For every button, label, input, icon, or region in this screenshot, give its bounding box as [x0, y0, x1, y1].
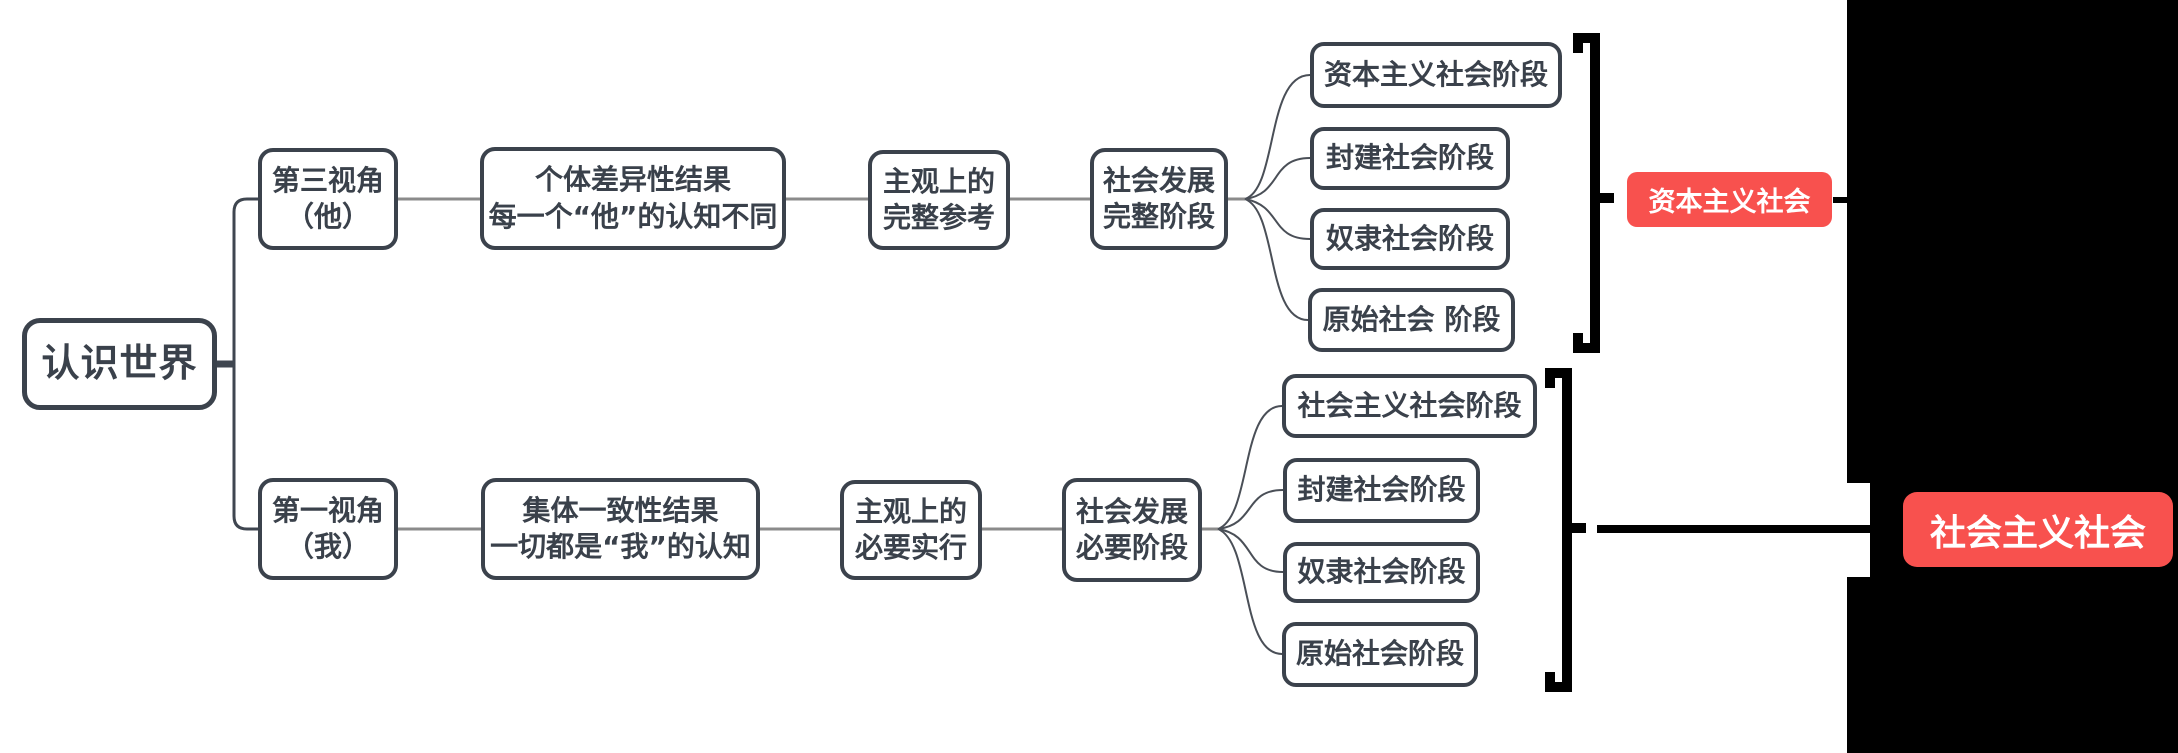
node-subjective-necessary[interactable]: 主观上的 必要实行: [840, 480, 982, 580]
node-result-collective[interactable]: 集体一致性结果 一切都是“我”的认知: [481, 478, 760, 580]
node-label-line: 第三视角: [271, 163, 384, 197]
node-label-line: 资本主义社会阶段: [1323, 57, 1548, 91]
node-label-line: 主观上的: [854, 494, 967, 528]
node-label-line: 封建社会阶段: [1297, 473, 1466, 507]
node-label-line: 社会发展: [1102, 163, 1215, 197]
fan-curve-top-2: [1244, 157, 1311, 200]
root-node[interactable]: 认识世界: [22, 318, 217, 410]
node-label-line: 奴隶社会阶段: [1297, 555, 1466, 589]
node-label-line: 完整阶段: [1102, 200, 1215, 233]
bottom-badge-connector-line: [1597, 525, 1870, 533]
node-label-line: 个体差异性结果: [534, 163, 731, 197]
node-stage-slave-top[interactable]: 奴隶社会阶段: [1310, 208, 1510, 270]
badge-label: 资本主义社会: [1648, 187, 1811, 218]
fan-curve-bottom-3: [1217, 528, 1284, 573]
node-label-line: 每一个“他”的认知不同: [488, 199, 778, 233]
node-label-line: 主观上的: [882, 164, 995, 198]
node-label-line: 必要阶段: [1075, 531, 1188, 564]
node-stage-socialist[interactable]: 社会主义社会阶段: [1282, 374, 1537, 438]
node-label-line: 奴隶社会阶段: [1325, 221, 1494, 255]
node-perspective-third[interactable]: 第三视角 （他）: [258, 148, 398, 250]
node-label-line: 原始社会阶段: [1295, 637, 1464, 671]
node-label-line: 第一视角: [271, 493, 384, 527]
node-label-line: 必要实行: [854, 531, 967, 564]
node-development-necessary[interactable]: 社会发展 必要阶段: [1062, 478, 1202, 582]
node-label-line: 封建社会阶段: [1325, 141, 1494, 175]
node-subjective-complete[interactable]: 主观上的 完整参考: [868, 150, 1010, 250]
fan-curve-top-4: [1244, 198, 1309, 321]
node-label-line: （我）: [285, 530, 370, 563]
node-label-line: （他）: [285, 200, 370, 233]
badge-capitalist-society[interactable]: 资本主义社会: [1627, 172, 1832, 227]
node-perspective-first[interactable]: 第一视角 （我）: [258, 478, 398, 580]
root-node-label: 认识世界: [41, 341, 198, 386]
root-trunk-connector: [232, 197, 258, 531]
node-label-line: 社会主义社会阶段: [1297, 388, 1522, 422]
black-redaction-overlay: [1847, 0, 2178, 753]
badge-label: 社会主义社会: [1929, 512, 2146, 554]
node-label-line: 一切都是“我”的认知: [490, 530, 751, 563]
fan-curve-bottom-4: [1217, 528, 1283, 655]
fan-curve-top-1: [1244, 74, 1311, 200]
node-label-line: 社会发展: [1075, 494, 1188, 528]
node-label-line: 完整参考: [882, 201, 995, 234]
node-stage-capitalist[interactable]: 资本主义社会阶段: [1310, 42, 1562, 108]
bracket-bottom-group: [1545, 368, 1586, 692]
node-label-line: 集体一致性结果: [522, 493, 719, 527]
node-stage-primitive-bottom[interactable]: 原始社会阶段: [1282, 622, 1478, 687]
node-stage-feudal-bottom[interactable]: 封建社会阶段: [1283, 458, 1480, 523]
node-stage-primitive-top[interactable]: 原始社会 阶段: [1308, 288, 1515, 352]
node-stage-slave-bottom[interactable]: 奴隶社会阶段: [1283, 542, 1480, 603]
node-result-individual[interactable]: 个体差异性结果 每一个“他”的认知不同: [480, 147, 786, 250]
badge-socialist-society[interactable]: 社会主义社会: [1903, 492, 2173, 567]
node-label-line: 原始社会 阶段: [1322, 302, 1501, 336]
node-development-complete[interactable]: 社会发展 完整阶段: [1090, 148, 1228, 250]
fan-curve-bottom-2: [1217, 489, 1284, 530]
fan-curve-bottom-1: [1217, 405, 1283, 530]
node-stage-feudal-top[interactable]: 封建社会阶段: [1310, 127, 1510, 190]
fan-curve-top-3: [1244, 198, 1311, 240]
bracket-top-group: [1573, 33, 1614, 353]
